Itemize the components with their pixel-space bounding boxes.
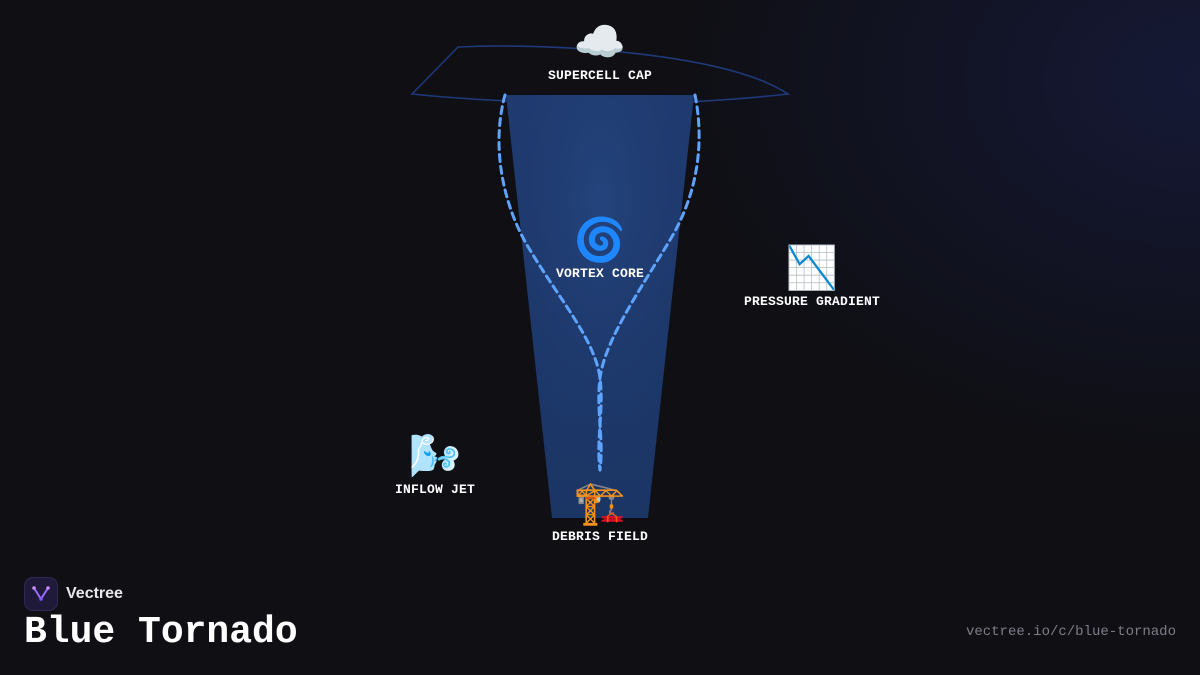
flow-path-left — [497, 93, 603, 472]
node-label: PRESSURE GRADIENT — [743, 294, 881, 309]
node-debris-field[interactable]: 🏗️ DEBRIS FIELD — [551, 478, 649, 545]
node-vortex-core[interactable]: 🌀 VORTEX CORE — [555, 215, 645, 282]
vortex-funnel-glow — [506, 95, 694, 518]
brand-name: Vectree — [66, 585, 123, 602]
cloud-icon: ☁️ — [573, 17, 627, 66]
node-label: VORTEX CORE — [555, 266, 645, 281]
construction-crane-icon: 🏗️ — [573, 478, 627, 527]
node-label: INFLOW JET — [394, 482, 476, 497]
vectree-logo-icon — [24, 577, 58, 611]
chart-decreasing-icon: 📉 — [785, 243, 839, 292]
page-url[interactable]: vectree.io/c/blue-tornado — [965, 624, 1176, 640]
cyclone-icon: 🌀 — [573, 215, 627, 264]
node-supercell-cap[interactable]: ☁️ SUPERCELL CAP — [547, 17, 653, 84]
node-pressure-gradient[interactable]: 📉 PRESSURE GRADIENT — [743, 243, 881, 310]
node-label: SUPERCELL CAP — [547, 68, 653, 83]
wind-face-icon: 🌬️ — [408, 431, 462, 480]
page-title: Blue Tornado — [24, 611, 298, 654]
flow-path-right — [597, 93, 701, 472]
node-inflow-jet[interactable]: 🌬️ INFLOW JET — [394, 431, 476, 498]
brand[interactable]: Vectree — [24, 577, 123, 611]
node-label: DEBRIS FIELD — [551, 529, 649, 544]
